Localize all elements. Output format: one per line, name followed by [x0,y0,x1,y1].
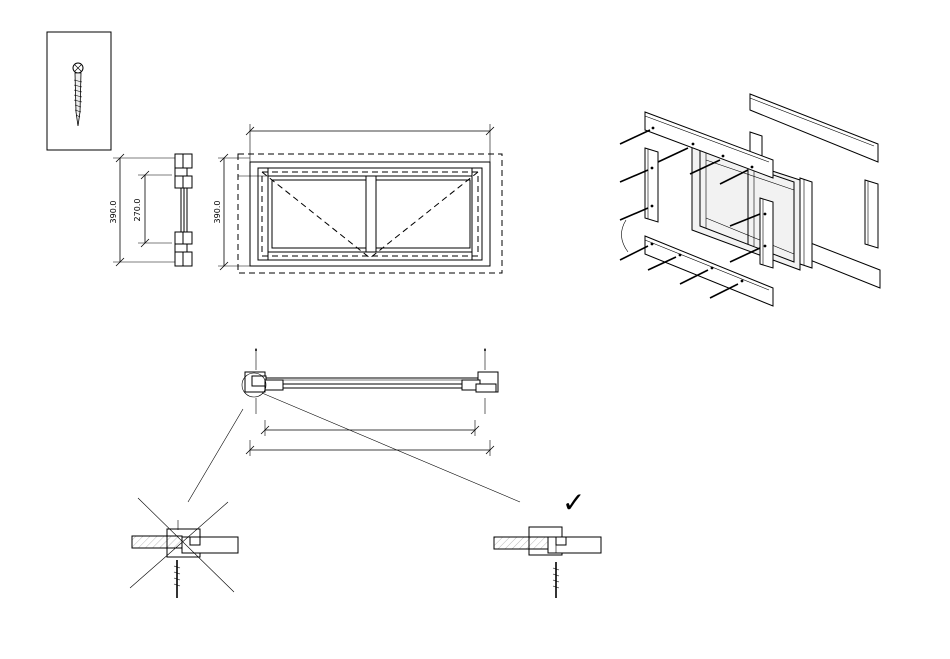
screw-box [47,32,111,150]
exploded-assembly-view [620,94,880,306]
side-inner-height-label: 270.0 [133,199,142,222]
side-section-view: 390.0 270.0 [109,154,192,266]
wrong-joint-detail [130,498,238,598]
front-outer-height-label: 390.0 [213,201,222,224]
screw-icon [73,63,83,126]
plan-section-view [188,348,520,502]
check-icon: ✓ [562,486,585,519]
correct-joint-detail: ✓ [494,486,601,598]
side-outer-height-label: 390.0 [109,201,118,224]
front-elevation-view: 390.0 [213,124,502,273]
